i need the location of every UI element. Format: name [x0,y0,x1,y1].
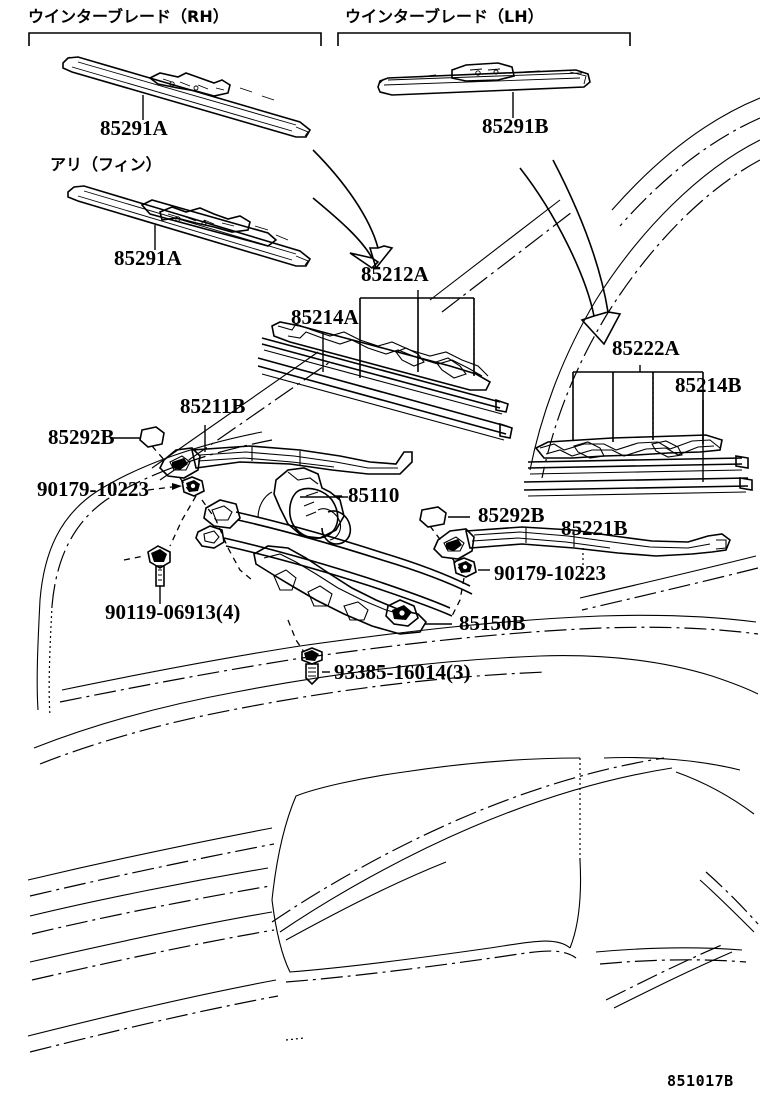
part-bolt-90119[interactable]: 90119-06913(4) [105,495,253,624]
label-blade-assy-rh: 85212A [361,262,430,286]
group-bracket-rh [28,32,322,46]
part-wiper-arm-rh[interactable]: 85292B 85211B 90179-10223 [37,394,413,501]
label-blade-fin-rh: 85291A [114,246,183,270]
part-wiper-link-assy[interactable]: 85150B [195,499,526,635]
group-header-winter-blade-lh: ウインターブレード（LH） [337,7,631,46]
label-blade-winter-rh: 85291A [100,116,169,140]
windshield-reference-lines [151,97,760,481]
diagram-code: 851017B [667,1072,734,1090]
label-cap-lh: 85292B [478,503,545,527]
part-winter-blade-lh[interactable]: 85291B [377,62,591,138]
curved-arrow-lh [519,159,622,346]
part-wiper-motor[interactable]: 85110 [257,467,399,545]
label-rubber-rh: 85214A [291,305,360,329]
group-header-rh-label: ウインターブレード（RH） [28,7,229,26]
group-header-lh-label: ウインターブレード（LH） [345,7,544,26]
label-nut-rh: 90179-10223 [37,477,149,501]
label-motor: 85110 [348,483,399,507]
group-header-winter-blade-rh: ウインターブレード（RH） [28,7,322,46]
label-link-assy: 85150B [459,611,526,635]
label-blade-winter-lh: 85291B [482,114,549,138]
label-nut-lh: 90179-10223 [494,561,606,585]
curved-arrow-rh-lower [312,197,380,270]
part-blade-assy-rh[interactable]: 85212A 85214A [257,262,513,441]
vehicle-body-outline [27,431,759,1053]
part-wiper-arm-lh[interactable]: 85292B 90179-10223 [419,503,731,617]
label-bolt-93385: 93385-16014(3) [334,660,470,684]
label-blade-assy-lh: 85222A [612,336,681,360]
label-arm-rh: 85211B [180,394,245,418]
label-cap-rh: 85292B [48,425,115,449]
part-fin-blade-rh[interactable]: 85291A [67,185,312,270]
part-bolt-93385[interactable]: 93385-16014(3) [287,619,470,686]
label-bolt-90119: 90119-06913(4) [105,600,240,624]
group-bracket-lh [337,32,631,46]
part-winter-blade-rh[interactable]: 85291A [62,56,312,140]
sub-header-ari-fin: アリ（フィン） [50,155,162,174]
label-rubber-lh: 85214B [675,373,742,397]
curved-arrow-rh-upper [312,149,394,270]
